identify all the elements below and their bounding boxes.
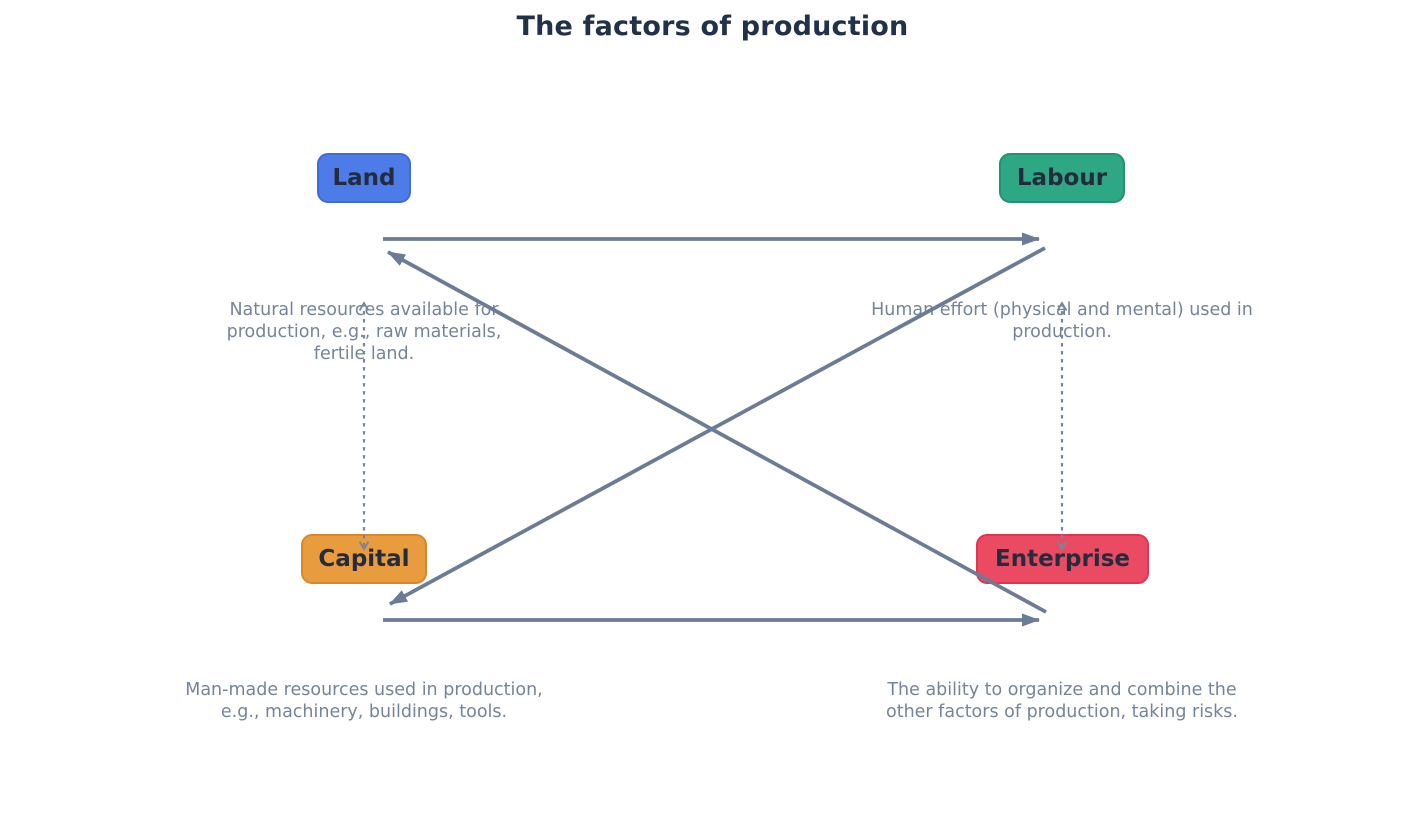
node-labour-label: Labour [1016,165,1108,191]
node-capital: Capital [301,534,427,584]
node-enterprise-label: Enterprise [994,546,1130,572]
description-enterprise: The ability to organize and combine the … [886,680,1238,722]
description-labour: Human effort (physical and mental) used … [871,300,1253,342]
node-capital-label: Capital [318,546,410,572]
node-land-label: Land [332,165,396,191]
description-capital: Man-made resources used in production, e… [185,680,543,722]
node-land: Land [317,153,411,203]
description-land: Natural resources available for producti… [226,300,502,364]
node-enterprise: Enterprise [976,534,1149,584]
node-labour: Labour [999,153,1125,203]
page-title: The factors of production [516,11,909,42]
